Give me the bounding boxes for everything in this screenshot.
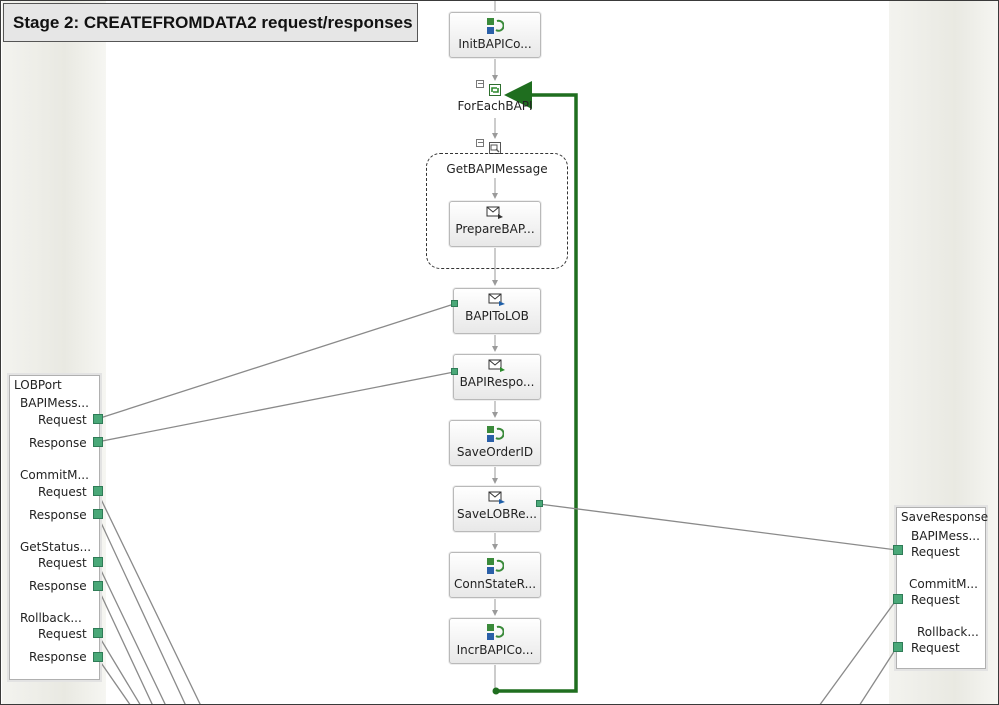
port-operation-name: GetStatus... <box>20 540 92 554</box>
incr-bapi-count-shape[interactable]: IncrBAPICo... <box>449 618 541 664</box>
port-operation-request: Request <box>911 545 960 559</box>
get-bapi-message-scope <box>426 153 568 269</box>
port-connector-request[interactable] <box>893 642 903 652</box>
port-operation-name: BAPIMess... <box>20 396 89 410</box>
save-lob-response-shape[interactable]: SaveLOBRe... <box>453 486 541 532</box>
construct-message-icon <box>486 206 503 219</box>
wire-right-commit <box>819 598 898 704</box>
port-operation-name: Rollback... <box>917 625 979 639</box>
expression-icon <box>487 18 504 34</box>
send-message-icon <box>488 491 505 504</box>
wire-rollback-response <box>96 656 131 704</box>
wire-status-request <box>96 561 166 704</box>
port-operation-request: Request <box>38 627 87 641</box>
send-message-icon <box>488 293 505 306</box>
shape-label: ConnStateR... <box>453 577 537 591</box>
shape-label: SaveLOBRe... <box>456 507 537 521</box>
port-operation-name: CommitM... <box>20 468 89 482</box>
receive-message-icon <box>488 359 505 372</box>
collapse-toggle-scope[interactable]: − <box>476 138 484 147</box>
port-connector-request[interactable] <box>893 594 903 604</box>
save-order-id-shape[interactable]: SaveOrderID <box>449 420 541 466</box>
wire-commit-response <box>96 513 186 704</box>
port-operation-request: Request <box>38 413 87 427</box>
stage-title: Stage 2: CREATEFROMDATA2 request/respons… <box>13 13 413 32</box>
save-response-port[interactable]: SaveResponse BAPIMess... Request CommitM… <box>896 507 989 669</box>
wire-savelob-saveresponse <box>538 503 898 551</box>
shape-label: BAPIRespo... <box>459 375 535 389</box>
port-operation-response: Response <box>29 579 87 593</box>
port-connector-request[interactable] <box>93 557 103 567</box>
lob-port[interactable]: LOBPort BAPIMess... Request Response Com… <box>9 375 100 680</box>
port-operation-name: CommitM... <box>909 577 978 591</box>
send-port-connector[interactable] <box>536 500 543 507</box>
expression-icon <box>487 426 504 442</box>
port-connector-response[interactable] <box>93 581 103 591</box>
expression-icon <box>487 558 504 574</box>
port-title: SaveResponse <box>901 510 989 524</box>
port-connector-request[interactable] <box>93 486 103 496</box>
stage-title-banner: Stage 2: CREATEFROMDATA2 request/respons… <box>3 3 418 42</box>
shape-label: SaveOrderID <box>456 445 534 459</box>
get-bapi-message-label: GetBAPIMessage <box>446 162 548 176</box>
port-connector-response[interactable] <box>93 437 103 447</box>
port-title: LOBPort <box>14 378 62 392</box>
wire-commit-request <box>96 490 201 704</box>
shape-label: BAPIToLOB <box>465 309 529 323</box>
port-connector-response[interactable] <box>93 509 103 519</box>
port-operation-request: Request <box>911 641 960 655</box>
port-operation-request: Request <box>38 556 87 570</box>
wire-status-response <box>96 585 153 704</box>
shape-label: PrepareBAP... <box>455 222 535 236</box>
bapi-response-shape[interactable]: BAPIRespo... <box>453 354 541 400</box>
receive-port-connector[interactable] <box>451 368 458 375</box>
port-operation-name: BAPIMess... <box>911 529 980 543</box>
wire-rollback-request <box>96 632 141 704</box>
port-connector-response[interactable] <box>93 652 103 662</box>
prepare-bapi-shape[interactable]: PrepareBAP... <box>449 201 541 247</box>
port-connector-request[interactable] <box>93 628 103 638</box>
port-connector-request[interactable] <box>893 545 903 555</box>
wire-right-rollback <box>859 646 898 704</box>
port-operation-request: Request <box>38 485 87 499</box>
loop-back-arrow <box>497 81 578 693</box>
wire-bapitolob-request <box>96 303 455 420</box>
expression-icon <box>487 624 504 640</box>
port-operation-response: Response <box>29 436 87 450</box>
shape-label: IncrBAPICo... <box>456 643 534 657</box>
shape-label: InitBAPICo... <box>458 37 532 51</box>
init-bapi-count-shape[interactable]: InitBAPICo... <box>449 12 541 58</box>
loop-icon[interactable] <box>489 84 501 96</box>
loop-end-dot <box>492 687 500 695</box>
send-port-connector[interactable] <box>451 300 458 307</box>
port-operation-response: Response <box>29 650 87 664</box>
port-operation-response: Response <box>29 508 87 522</box>
wire-bapiresponse-response <box>96 371 455 443</box>
port-operation-request: Request <box>911 593 960 607</box>
bapi-to-lob-shape[interactable]: BAPIToLOB <box>453 288 541 334</box>
port-operation-name: Rollback... <box>20 611 82 625</box>
port-connector-request[interactable] <box>93 414 103 424</box>
foreach-label: ForEachBAPI <box>457 99 533 113</box>
collapse-toggle-foreach[interactable]: − <box>476 79 484 88</box>
conn-state-shape[interactable]: ConnStateR... <box>449 552 541 598</box>
